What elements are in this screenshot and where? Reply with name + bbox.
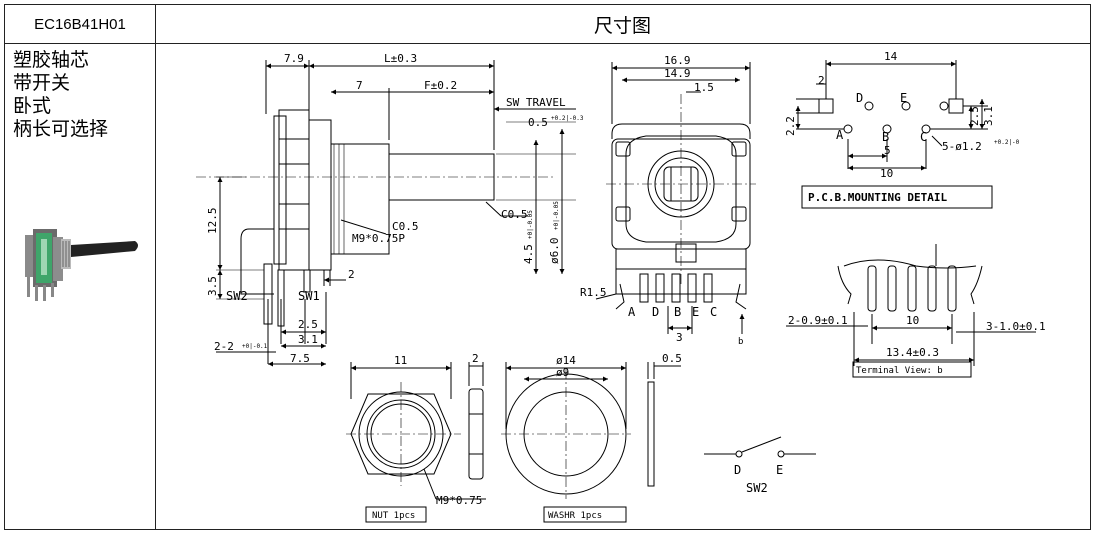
- sw1-label: SW1: [298, 289, 320, 303]
- dim-14-9: 14.9: [664, 67, 691, 80]
- sw2-label: SW2: [226, 289, 248, 303]
- dim-3: 3: [676, 331, 683, 344]
- nut-dim-11: 11: [394, 354, 407, 367]
- dim-r1-5: R1.5: [580, 286, 607, 299]
- terminal-view: [786, 244, 1036, 378]
- dim-6: ø6.0: [548, 238, 561, 265]
- term-dim-1-0: 3-1.0±0.1: [986, 320, 1046, 333]
- dim-7-9: 7.9: [284, 52, 304, 65]
- dim-7-5: 7.5: [290, 352, 310, 365]
- pcb-label-E: E: [900, 91, 907, 105]
- description-column: 塑胶轴芯 带开关 卧式 柄长可选择: [5, 43, 156, 529]
- dim-1-5: 1.5: [694, 81, 714, 94]
- dim-c05-b: C0.5: [501, 208, 528, 221]
- washer-dim-0-5: 0.5: [662, 352, 682, 365]
- pin-C: C: [710, 305, 717, 319]
- pcb-dim-10: 10: [880, 167, 893, 180]
- dim-6-tol: +0|-0.05: [553, 201, 560, 230]
- desc-line-1: 塑胶轴芯: [13, 50, 90, 71]
- pin-E: E: [692, 305, 699, 319]
- pcb-dim-14: 14: [884, 50, 898, 63]
- dim-4-5-tol: +0|-0.05: [527, 210, 534, 239]
- dim-2-5: 2.5: [298, 318, 318, 331]
- pcb-holes: 5-ø1.2: [942, 140, 982, 153]
- sw-travel-tol: +0.2|-0.3: [551, 115, 584, 122]
- dim-4-5: 4.5: [522, 244, 535, 264]
- nut-label: NUT 1pcs: [372, 511, 415, 521]
- sw-travel-value: 0.5: [528, 116, 548, 129]
- pin-D: D: [652, 305, 659, 319]
- washer-drawing: [501, 362, 681, 523]
- pcb-mounting-detail: [795, 60, 993, 209]
- switch-E: E: [776, 463, 783, 477]
- dim-2-2: 2-2: [214, 340, 234, 353]
- pcb-dim-5: 5: [884, 144, 891, 157]
- side-view: [196, 60, 576, 367]
- view-b-marker: b: [738, 337, 743, 347]
- nut-dim-2: 2: [472, 352, 479, 365]
- desc-line-3: 卧式: [13, 96, 52, 117]
- desc-line-4: 柄长可选择: [13, 119, 109, 140]
- switch-label: SW2: [746, 481, 768, 495]
- washer-label: WASHR 1pcs: [548, 511, 602, 521]
- term-dim-10: 10: [906, 314, 919, 327]
- model-number: EC16B41H01: [5, 5, 156, 44]
- encoder-product-image: [25, 229, 138, 301]
- pcb-dim-2: 2: [818, 74, 825, 87]
- pcb-label-A: A: [836, 128, 844, 142]
- drawing-sheet: EC16B41H01 尺寸图 塑胶轴芯 带开关 卧式 柄长可选择: [4, 4, 1091, 530]
- desc-line-2: 带开关: [13, 73, 71, 94]
- dim-2-2-tol: +0|-0.1: [242, 343, 268, 350]
- pcb-dim-2-5: 2.5: [968, 106, 981, 126]
- washer-dim-9: ø9: [556, 366, 569, 379]
- pcb-label-D: D: [856, 91, 863, 105]
- front-view: [595, 62, 756, 334]
- pcb-label-B: B: [882, 130, 889, 144]
- terminal-title: Terminal View: b: [856, 366, 943, 376]
- dim-m9-thread: M9*0.75P: [352, 232, 405, 245]
- dim-3-5: 3.5: [206, 276, 219, 296]
- pin-A: A: [628, 305, 636, 319]
- pcb-title: P.C.B.MOUNTING DETAIL: [808, 191, 947, 204]
- dimension-drawing: 7.9 L±0.3 7 F±0.2 SW TRAVEL 0.5 +0.2|-0.…: [196, 50, 1046, 523]
- pcb-dim-3-1: 3.1: [982, 106, 995, 126]
- dim-12-5: 12.5: [206, 208, 219, 235]
- dim-16-9: 16.9: [664, 54, 691, 67]
- pin-B: B: [674, 305, 681, 319]
- nut-drawing: [346, 362, 486, 523]
- term-dim-0-9: 2-0.9±0.1: [788, 314, 848, 327]
- nut-thread: M9*0.75: [436, 494, 482, 507]
- dim-3-1: 3.1: [298, 333, 318, 346]
- washer-dim-14: ø14: [556, 354, 576, 367]
- dim-2-side: 2: [348, 268, 355, 281]
- dim-L: L±0.3: [384, 52, 417, 65]
- switch-symbol: [704, 436, 816, 458]
- pcb-label-C: C: [920, 130, 927, 144]
- page-title: 尺寸图: [155, 5, 1090, 44]
- switch-D: D: [734, 463, 741, 477]
- description-text: 塑胶轴芯 带开关 卧式 柄长可选择: [13, 49, 108, 141]
- pcb-holes-tol: +0.2|-0: [994, 139, 1020, 146]
- term-dim-13-4: 13.4±0.3: [886, 346, 939, 359]
- pcb-dim-2-2: 2.2: [784, 116, 797, 136]
- dim-c05-a: C0.5: [392, 220, 419, 233]
- dim-7: 7: [356, 79, 363, 92]
- sw-travel-label: SW TRAVEL: [506, 96, 566, 109]
- dim-F: F±0.2: [424, 79, 457, 92]
